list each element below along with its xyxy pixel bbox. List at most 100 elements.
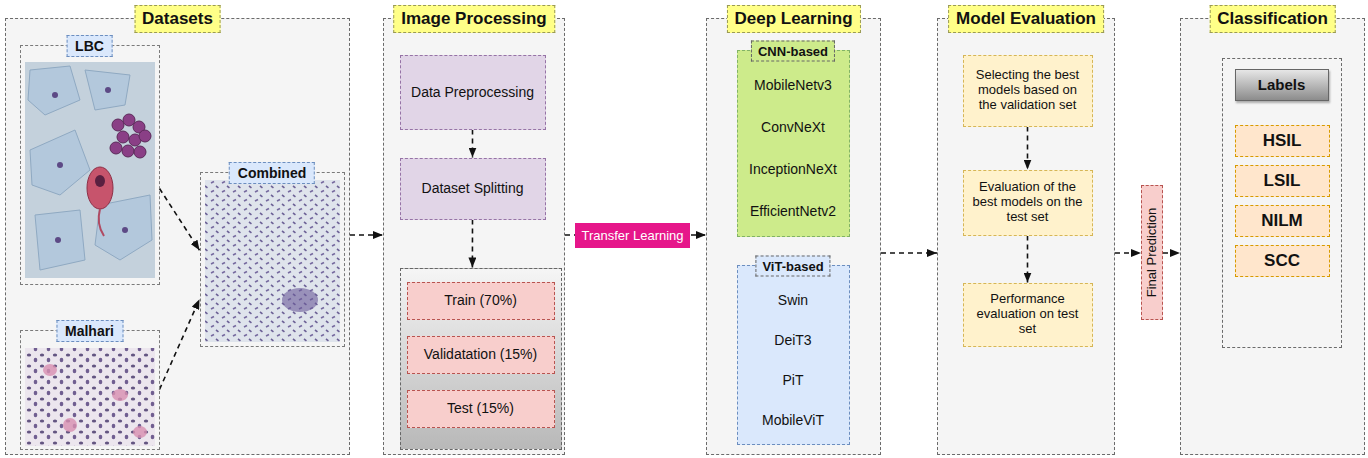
model-name-holder: Swin xyxy=(778,292,808,308)
cell-tail xyxy=(99,209,104,236)
cell-cluster xyxy=(282,288,318,312)
box-text-holder: Dataset Splitting xyxy=(422,180,524,196)
labels-header: Labels xyxy=(1258,76,1306,93)
labels-group: LabelsHSIL LSIL NILM SCC xyxy=(1222,58,1342,348)
pink-cell xyxy=(87,167,113,209)
box-text-holder: NILM xyxy=(1261,211,1303,231)
group-tag-holder: CNN-based xyxy=(751,40,835,61)
cluster-nucleus xyxy=(134,146,146,158)
stage-title-holder: Deep Learning xyxy=(726,5,860,33)
dataset-tag: Combined xyxy=(238,165,306,181)
flow-arrow xyxy=(881,252,937,254)
nucleus xyxy=(95,175,105,187)
box-text-holder: Selecting the best models based on the v… xyxy=(969,68,1087,113)
model-name: PiT xyxy=(783,372,804,388)
box-text: Test (15%) xyxy=(447,400,514,416)
dataset-tag-holder: Malhari xyxy=(56,320,123,342)
class-box: NILM xyxy=(1235,205,1330,237)
class-box: SCC xyxy=(1235,245,1330,277)
model-name: Swin xyxy=(778,292,808,308)
split-group: Train (70%) Validatation (15%) Test (15%) xyxy=(400,268,562,450)
flow-arrow xyxy=(1163,252,1180,254)
group-tag: ViT-based xyxy=(762,258,823,273)
stage-panel: Model EvaluationSelecting the best model… xyxy=(937,18,1115,455)
flow-arrow xyxy=(472,220,474,268)
box-text: HSIL xyxy=(1263,131,1302,150)
stage-title: Model Evaluation xyxy=(956,9,1096,28)
edge-label: Transfer Learning xyxy=(581,228,683,243)
box-text: Dataset Splitting xyxy=(422,180,524,196)
nucleus xyxy=(57,162,63,168)
box-text: Data Preprocessing xyxy=(411,84,534,100)
stage-title-holder: Model Evaluation xyxy=(948,5,1104,33)
box-text-holder: Data Preprocessing xyxy=(411,84,534,100)
box-text-holder: Train (70%) xyxy=(444,292,517,308)
dataset-panel: Malhari xyxy=(20,330,160,450)
model-name-holder: MobileViT xyxy=(762,412,824,428)
squamous-cell xyxy=(35,210,85,270)
box-text: Train (70%) xyxy=(444,292,517,308)
stage-title: Datasets xyxy=(142,9,213,28)
model-group: ViT-basedSwinDeiT3PiTMobileViT xyxy=(737,265,850,445)
stage-title: Deep Learning xyxy=(734,9,852,28)
model-name: MobileViT xyxy=(762,412,824,428)
flow-arrow xyxy=(1115,252,1141,254)
model-name: EfficientNetv2 xyxy=(750,203,836,219)
dataset-panel: Combined xyxy=(200,172,345,347)
model-name-holder: InceptionNeXt xyxy=(749,161,837,177)
box-text-holder: Performance evaluation on test set xyxy=(969,292,1087,337)
flow-arrow xyxy=(350,234,383,236)
stage-panel: Image ProcessingData PreprocessingDatase… xyxy=(383,18,565,455)
model-name: MobileNetv3 xyxy=(754,77,832,93)
box-text: Evaluation of the best models on the tes… xyxy=(973,179,1083,224)
dataset-tag: Malhari xyxy=(65,323,114,339)
prediction-box: Final Prediction xyxy=(1141,185,1163,320)
box-text-holder: Validatation (15%) xyxy=(424,346,537,362)
box-text: LSIL xyxy=(1264,171,1301,190)
flow-arrow xyxy=(1027,236,1029,283)
malhari-stain xyxy=(25,348,155,446)
model-name: InceptionNeXt xyxy=(749,161,837,177)
split-box: Train (70%) xyxy=(407,282,555,320)
combined-stain xyxy=(205,180,340,342)
stage-title: Image Processing xyxy=(401,9,547,28)
stage-panel: Deep LearningCNN-basedMobileNetv3ConvNeX… xyxy=(706,18,881,455)
box-text: Validatation (15%) xyxy=(424,346,537,362)
step-box: Selecting the best models based on the v… xyxy=(963,55,1093,127)
pink-cell xyxy=(112,389,128,401)
model-name-holder: PiT xyxy=(783,372,804,388)
box-text-holder: SCC xyxy=(1264,251,1300,271)
step-box: Performance evaluation on test set xyxy=(963,283,1093,347)
class-box: LSIL xyxy=(1235,165,1330,197)
cluster-nucleus xyxy=(122,145,134,157)
class-box: HSIL xyxy=(1235,125,1330,157)
split-box: Test (15%) xyxy=(407,390,555,428)
process-box: Data Preprocessing xyxy=(400,55,546,130)
squamous-cell xyxy=(85,70,130,110)
panel-ground xyxy=(937,18,1115,455)
box-text: Performance evaluation on test set xyxy=(977,291,1079,336)
box-text: SCC xyxy=(1264,251,1300,270)
nucleus xyxy=(105,87,111,93)
stage-title: Classification xyxy=(1217,9,1328,28)
flow-arrow xyxy=(472,130,474,158)
split-box: Validatation (15%) xyxy=(407,336,555,374)
box-text-holder: LSIL xyxy=(1264,171,1301,191)
cluster-nucleus xyxy=(110,142,122,154)
dataset-tag-holder: Combined xyxy=(229,162,315,184)
stage-panel: ClassificationLabelsHSILLSILNILMSCC xyxy=(1180,18,1365,455)
box-text-holder: HSIL xyxy=(1263,131,1302,151)
panel-ground xyxy=(5,18,350,455)
model-name: DeiT3 xyxy=(774,332,811,348)
prediction-text: Final Prediction xyxy=(1145,208,1160,298)
stage-title-holder: Image Processing xyxy=(393,5,555,33)
model-name-holder: DeiT3 xyxy=(774,332,811,348)
nucleus xyxy=(52,92,58,98)
nucleus xyxy=(122,227,128,233)
lbc-image xyxy=(25,62,155,278)
squamous-cell xyxy=(30,130,90,195)
panel-ground xyxy=(706,18,881,455)
pink-cell xyxy=(63,418,77,432)
squamous-cell xyxy=(28,66,80,115)
